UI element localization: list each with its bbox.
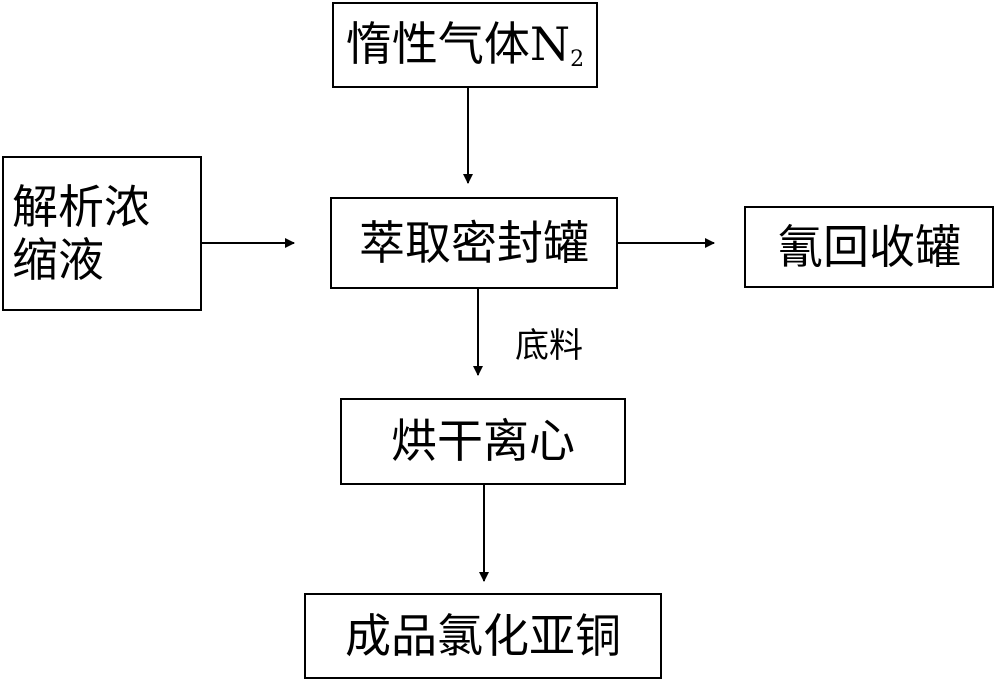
inert-gas-subscript: 2 bbox=[570, 46, 585, 72]
inert-gas-label: 惰性气体N2 bbox=[345, 16, 585, 72]
cyanide-recovery-box: 氰回收罐 bbox=[744, 206, 994, 288]
drying-centrifuge-box: 烘干离心 bbox=[340, 398, 626, 485]
extraction-tank-label: 萃取密封罐 bbox=[359, 215, 589, 270]
product-label: 成品氯化亚铜 bbox=[345, 608, 621, 663]
desorption-liquid-box: 解析浓 缩液 bbox=[2, 156, 202, 311]
bottom-material-label: 底料 bbox=[515, 326, 583, 366]
extraction-tank-box: 萃取密封罐 bbox=[330, 197, 618, 289]
desorption-liquid-line2: 缩液 bbox=[12, 232, 104, 287]
drying-centrifuge-label: 烘干离心 bbox=[391, 414, 575, 469]
cyanide-recovery-label: 氰回收罐 bbox=[777, 219, 961, 274]
product-box: 成品氯化亚铜 bbox=[304, 593, 662, 679]
desorption-liquid-line1: 解析浓 bbox=[12, 179, 150, 234]
inert-gas-box: 惰性气体N2 bbox=[332, 2, 598, 88]
